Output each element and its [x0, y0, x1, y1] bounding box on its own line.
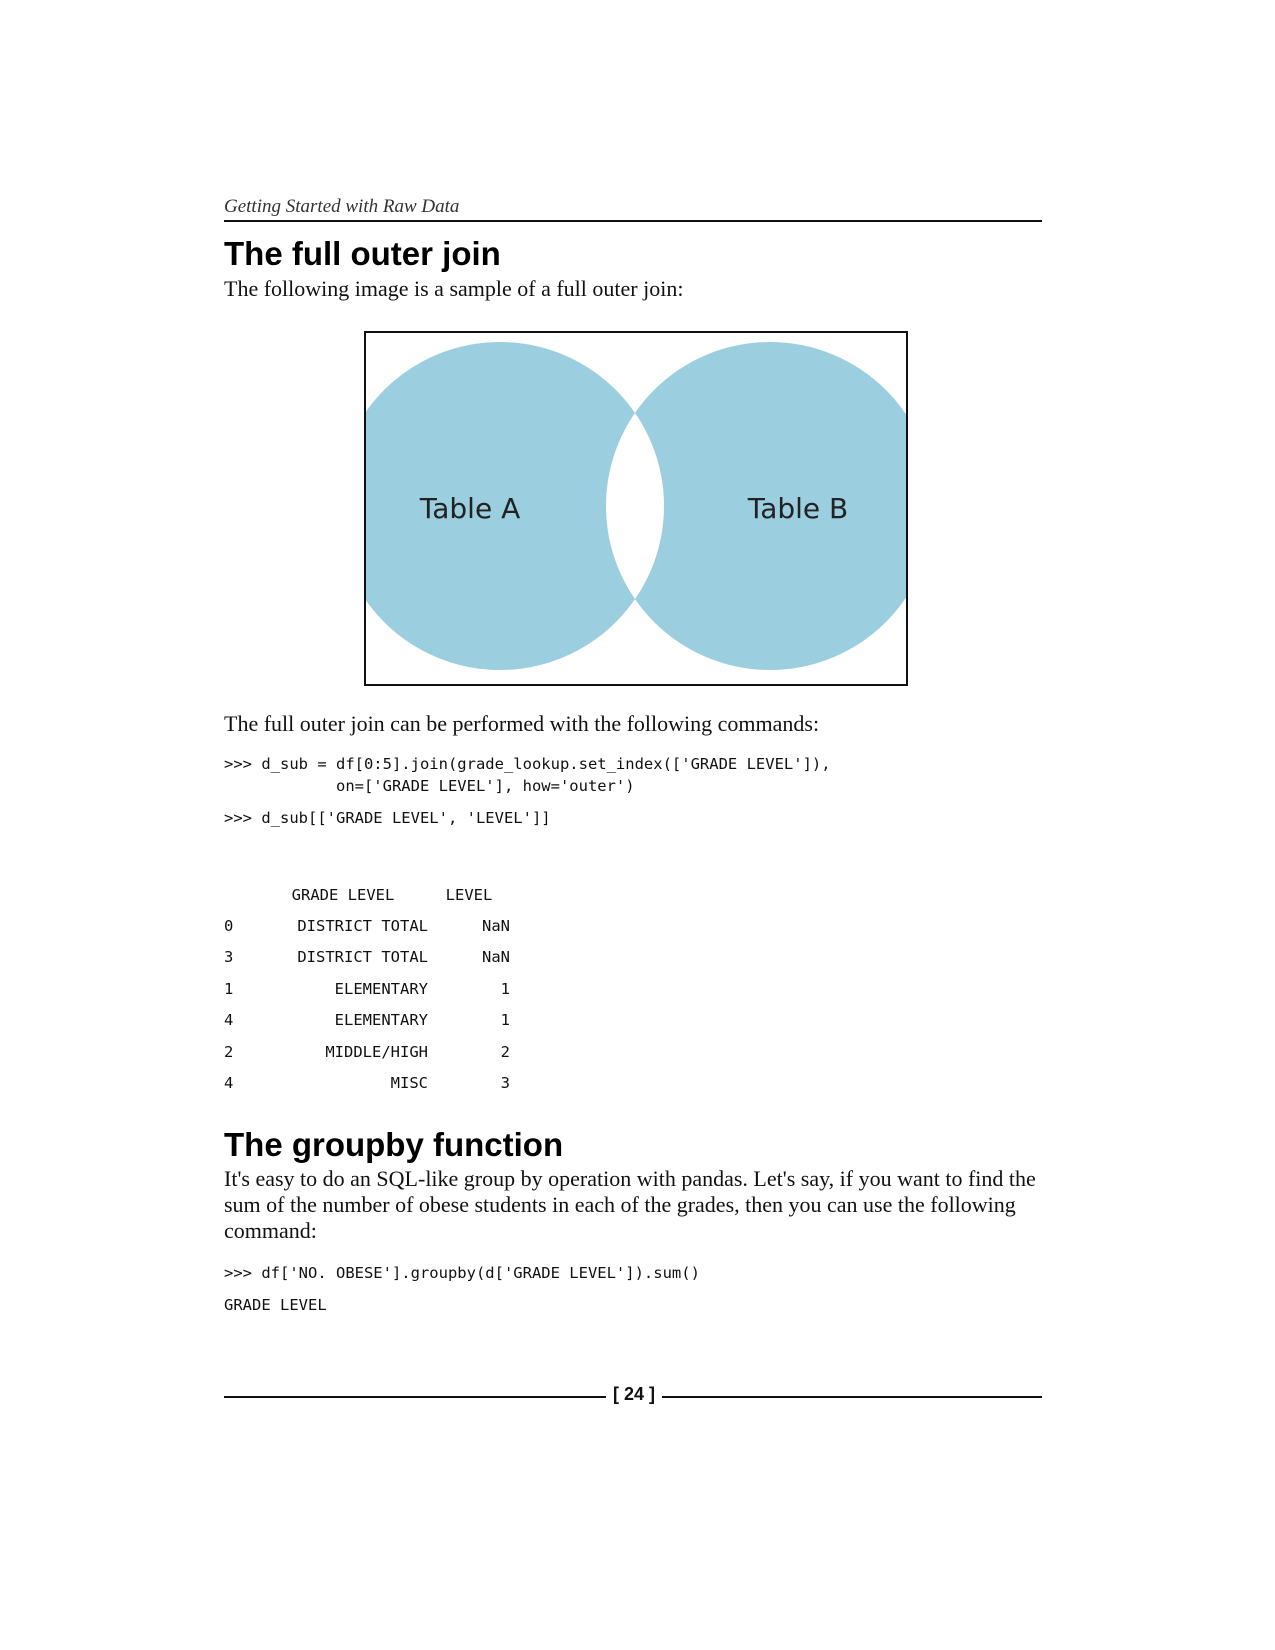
table-row: 0 DISTRICT TOTAL NaN — [224, 910, 510, 942]
table-a-circle — [366, 342, 664, 670]
row-level: 1 — [500, 1011, 510, 1030]
row-grade-level: DISTRICT TOTAL — [297, 948, 428, 967]
code-block-join: >>> d_sub = df[0:5].join(grade_lookup.se… — [224, 753, 831, 797]
table-header-index — [224, 880, 258, 910]
venn-diagram: Table A Table B — [366, 342, 906, 670]
intro-paragraph: The following image is a sample of a ful… — [224, 276, 684, 301]
row-grade-level: MISC — [390, 1074, 428, 1093]
code-line: >>> d_sub = df[0:5].join(grade_lookup.se… — [224, 755, 831, 773]
code-line: on=['GRADE LEVEL'], how='outer') — [224, 777, 635, 795]
footer-rule-left — [224, 1396, 606, 1398]
output-table: GRADE LEVEL LEVEL 0 DISTRICT TOTAL NaN 3… — [224, 880, 510, 1099]
section-title-full-outer-join: The full outer join — [224, 235, 501, 272]
row-index: 0 — [224, 916, 234, 935]
table-header-row: GRADE LEVEL LEVEL — [224, 880, 510, 910]
row-grade-level: ELEMENTARY — [334, 1011, 428, 1030]
row-grade-level: ELEMENTARY — [334, 979, 428, 998]
running-head: Getting Started with Raw Data — [224, 196, 1042, 222]
row-index: 1 — [224, 979, 234, 998]
row-level: NaN — [482, 916, 510, 935]
footer-rule-right — [662, 1396, 1042, 1398]
table-header-grade-level: GRADE LEVEL — [291, 886, 395, 904]
table-row: 1 ELEMENTARY 1 — [224, 973, 510, 1005]
row-index: 4 — [224, 1074, 234, 1093]
row-index: 2 — [224, 1042, 234, 1061]
groupby-paragraph: It's easy to do an SQL-like group by ope… — [224, 1166, 1036, 1243]
venn-diagram-figure: Table A Table B — [364, 331, 908, 686]
code-block-select: >>> d_sub[['GRADE LEVEL', 'LEVEL']] — [224, 809, 551, 827]
table-header-level: LEVEL — [445, 886, 493, 904]
row-level: NaN — [482, 948, 510, 967]
table-row: 3 DISTRICT TOTAL NaN — [224, 942, 510, 974]
table-a-label: Table A — [419, 492, 520, 525]
row-index: 3 — [224, 948, 234, 967]
row-index: 4 — [224, 1011, 234, 1030]
page-number: [ 24 ] — [612, 1384, 655, 1404]
section-title-groupby: The groupby function — [224, 1126, 564, 1163]
row-grade-level: MIDDLE/HIGH — [325, 1042, 428, 1061]
table-row: 4 ELEMENTARY 1 — [224, 1005, 510, 1037]
after-figure-paragraph: The full outer join can be performed wit… — [224, 711, 820, 736]
row-grade-level: DISTRICT TOTAL — [297, 916, 428, 935]
row-level: 1 — [500, 979, 510, 998]
page-footer: [ 24 ] — [224, 1384, 1042, 1408]
table-b-label: Table B — [747, 492, 849, 525]
code-output-label: GRADE LEVEL — [224, 1296, 327, 1314]
table-b-circle — [606, 342, 906, 670]
table-row: 4 MISC 3 — [224, 1068, 510, 1100]
row-level: 3 — [500, 1074, 510, 1093]
code-block-groupby: >>> df['NO. OBESE'].groupby(d['GRADE LEV… — [224, 1264, 700, 1282]
table-row: 2 MIDDLE/HIGH 2 — [224, 1036, 510, 1068]
row-level: 2 — [500, 1042, 510, 1061]
